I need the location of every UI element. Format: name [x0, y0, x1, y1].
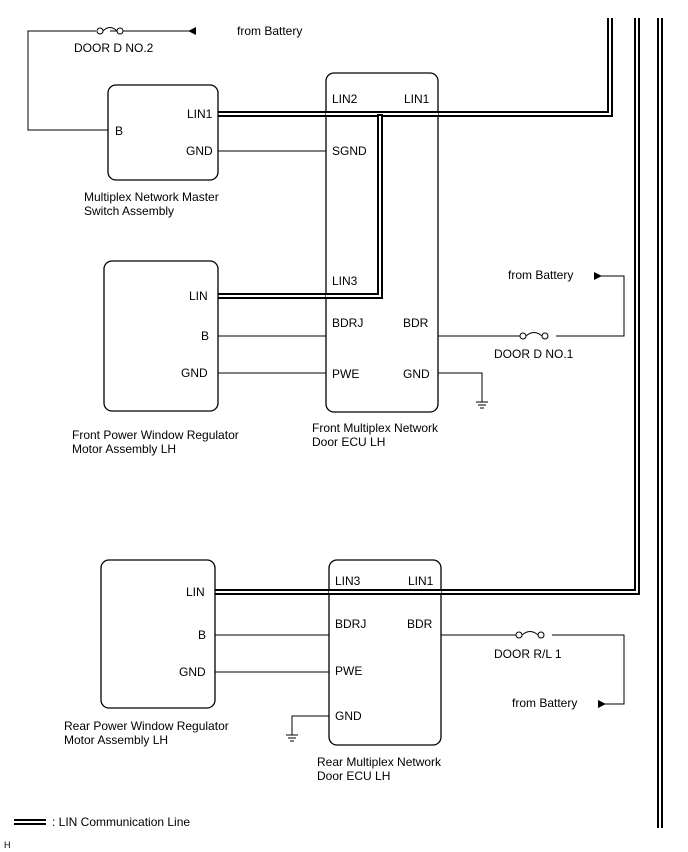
front-motor-pin-gnd: GND [181, 366, 208, 380]
wire-front-ecu-gnd [438, 372, 483, 402]
master-switch-box [107, 84, 219, 181]
front-ecu-pin-gnd: GND [403, 367, 430, 381]
footer-mark: H [4, 840, 11, 850]
front-ecu-pin-sgnd: SGND [332, 144, 367, 158]
front-ecu-pin-pwe: PWE [332, 367, 359, 381]
rear-ecu-pin-lin3: LIN3 [335, 574, 361, 588]
arrow-icon-rear-battery [598, 700, 606, 708]
rear-ecu-box [328, 559, 442, 746]
front-motor-caption-line2: Motor Assembly LH [72, 442, 176, 456]
rear-motor-pin-b: B [198, 628, 206, 642]
fuse-label-door-rl1: DOOR R/L 1 [494, 647, 562, 661]
arrow-icon-top-battery [188, 27, 196, 35]
master-pin-lin1: LIN1 [187, 107, 213, 121]
master-caption-line2: Switch Assembly [84, 204, 174, 218]
front-ecu-caption-line1: Front Multiplex Network [312, 421, 439, 435]
signal-wires [27, 30, 625, 735]
front-ecu-pin-lin1: LIN1 [404, 92, 430, 106]
rear-motor-caption-line1: Rear Power Window Regulator [64, 719, 229, 733]
rear-ecu-pin-gnd: GND [335, 709, 362, 723]
fuse-label-door-d-no2: DOOR D NO.2 [74, 41, 154, 55]
rear-motor-caption-line2: Motor Assembly LH [64, 733, 168, 747]
fuse-icon-door-d-no2 [96, 27, 124, 35]
ground-icon-rear [286, 734, 298, 742]
master-pin-gnd: GND [186, 144, 213, 158]
ground-icon-front [476, 401, 488, 409]
front-motor-box [103, 260, 219, 412]
rear-ecu-pin-bdrj: BDRJ [335, 617, 366, 631]
front-ecu-caption-line2: Door ECU LH [312, 435, 385, 449]
fuse-icon-door-rl1 [515, 631, 545, 639]
front-motor-pin-b: B [201, 329, 209, 343]
rear-ecu-caption-line1: Rear Multiplex Network [317, 755, 442, 769]
front-motor-pin-lin: LIN [189, 289, 208, 303]
rear-ecu-pin-lin1: LIN1 [408, 574, 434, 588]
rear-motor-pin-gnd: GND [179, 665, 206, 679]
fuse-icon-door-d-no1 [519, 332, 549, 340]
front-ecu-pin-bdrj: BDRJ [332, 316, 363, 330]
master-caption-line1: Multiplex Network Master [84, 190, 219, 204]
rear-ecu-pin-bdr: BDR [407, 617, 433, 631]
battery-label-top: from Battery [237, 24, 302, 38]
front-ecu-pin-bdr: BDR [403, 316, 429, 330]
arrow-icon-front-battery [594, 272, 602, 280]
battery-label-rear: from Battery [512, 696, 577, 710]
legend-label: : LIN Communication Line [52, 815, 190, 829]
front-ecu-pin-lin3: LIN3 [332, 274, 358, 288]
fuse-label-door-d-no1: DOOR D NO.1 [494, 347, 574, 361]
rear-ecu-caption-line2: Door ECU LH [317, 769, 390, 783]
rear-ecu-pin-pwe: PWE [335, 664, 362, 678]
rear-motor-box [100, 559, 216, 709]
wire-rear-ecu-gnd [291, 715, 329, 735]
battery-label-front: from Battery [508, 268, 573, 282]
master-pin-b: B [115, 124, 123, 138]
front-ecu-pin-lin2: LIN2 [332, 92, 358, 106]
rear-motor-pin-lin: LIN [186, 585, 205, 599]
front-motor-caption-line1: Front Power Window Regulator [72, 428, 239, 442]
